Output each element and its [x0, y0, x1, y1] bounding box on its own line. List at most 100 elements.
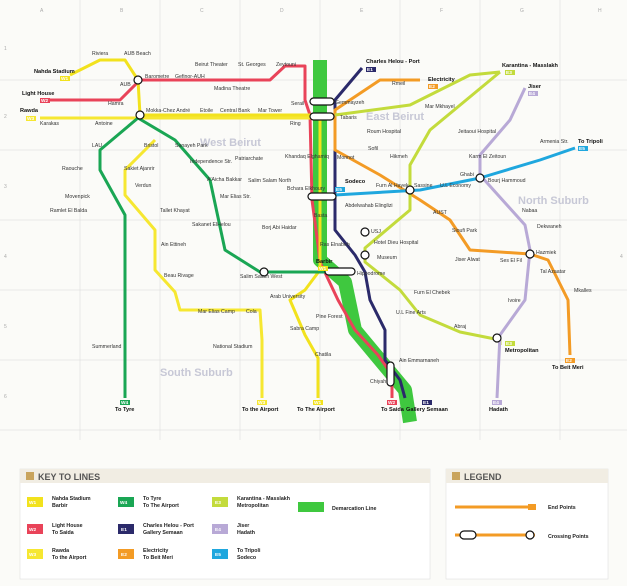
station-label: Ras Elnabeh [320, 242, 350, 248]
station-label: AUST [433, 210, 448, 216]
key-code: E3 [215, 500, 221, 506]
station-label: Sabra Camp [290, 326, 319, 332]
station-label: Ain Emmarnaneh [399, 358, 439, 364]
station-label: Salim Salam West [240, 274, 283, 280]
crossing-point[interactable] [386, 361, 395, 387]
station-label: Sassine [414, 183, 433, 189]
legend-title: LEGEND [464, 472, 502, 482]
endpoint-label: Light House [22, 91, 54, 97]
endpoint-label: Nahda Stadium [34, 69, 75, 75]
station-label: National Stadium [213, 344, 253, 350]
station-label: Tal Azaatar [540, 269, 566, 275]
endpoint-airport-w3[interactable]: W3 To the Airport [242, 400, 278, 413]
grid-number: 5 [4, 324, 7, 330]
station-label: Ghabi [460, 172, 474, 178]
station-label: Gemmayzeh [335, 100, 365, 106]
key-code: E5 [215, 552, 221, 558]
endpoint-barbir[interactable]: Barbir W1 [316, 259, 333, 272]
station-label: U.L Economy [440, 183, 471, 189]
endpoint-electricity[interactable]: Electricity E2 [428, 77, 456, 90]
station-label: Sofil [368, 146, 378, 152]
key-line1: To Tripoli [237, 548, 261, 554]
station-label: Rmeil [392, 81, 405, 87]
crossing-point[interactable] [309, 97, 335, 106]
endpoint-light-house[interactable]: Light House W2 [22, 91, 54, 104]
endpoint-karantina[interactable]: Karantina - Masslakh E3 [502, 63, 559, 76]
station-label: St. Georges [238, 62, 266, 68]
station-label: Beirut Theater [195, 62, 228, 68]
station-label: Antoine [95, 121, 113, 127]
demarcation-swatch [298, 502, 324, 512]
station-label: Hazmiek [536, 250, 557, 256]
station-label: Central Bank [220, 108, 250, 114]
grid-number: 2 [4, 114, 7, 120]
line-w4 [98, 116, 340, 398]
key-line2: To the Airport [52, 555, 87, 561]
crossing-point[interactable] [360, 250, 370, 260]
station-label: Jeitaoui Hospital [458, 129, 496, 135]
key-line2: To The Airport [143, 503, 179, 509]
station-label: Pine Forest [316, 314, 343, 320]
grid-letter: C [200, 8, 204, 14]
crossing-point[interactable] [309, 112, 335, 121]
key-line1: To Tyre [143, 496, 161, 502]
crossing-point[interactable] [525, 249, 535, 259]
endpoint-tripoli[interactable]: To Tripoli E5 [578, 139, 603, 152]
station-label: Hippodrome [357, 271, 385, 277]
crossing-point[interactable] [307, 192, 337, 201]
endpoint-charles-helou[interactable]: Charles Helou - Port E1 [366, 59, 420, 73]
endpoint-jiser[interactable]: Jiser E4 [528, 84, 542, 97]
crossing-point[interactable] [133, 75, 143, 85]
crossing-point[interactable] [324, 267, 356, 276]
crossing-point[interactable] [259, 267, 269, 277]
svg-text:W3: W3 [27, 116, 35, 122]
endpoint-tyre[interactable]: W4 To Tyre [115, 400, 134, 413]
station-label: Mar Mkhayel [425, 104, 455, 110]
grid-number: 6 [4, 394, 7, 400]
key-line1: Light House [52, 523, 83, 529]
area-north-suburb: North Suburb [518, 195, 589, 207]
endpoint-sodeco[interactable]: Sodeco E5 [335, 179, 366, 193]
crossing-point[interactable] [475, 173, 485, 183]
grid-number: 3 [4, 184, 7, 190]
key-code: W1 [29, 500, 37, 506]
area-east-beirut: East Beirut [366, 111, 424, 123]
key-line2: Gallery Semaan [143, 530, 183, 536]
endpoint-hadath[interactable]: E4 Hadath [489, 400, 509, 413]
crossing-point[interactable] [492, 333, 502, 343]
station-label: Riviera [92, 51, 108, 57]
crossing-point[interactable] [405, 185, 415, 195]
station-label: LAU [92, 143, 102, 149]
legend-end-points: End Points [548, 505, 576, 511]
endpoint-gallery-semaan[interactable]: E1 Gallery Semaan [406, 400, 449, 413]
crossing-point[interactable] [135, 110, 145, 120]
grid-letter: A [40, 8, 44, 14]
station-label: Dekwaneh [537, 224, 562, 230]
key-line1: Jiser [237, 523, 249, 529]
station-label: Karakas [40, 121, 59, 127]
grid-letter: E [360, 8, 364, 14]
grid-letter: B [120, 8, 124, 14]
endpoint-beit-meri[interactable]: E2 To Beit Meri [552, 358, 584, 371]
endpoint-label: Rawda [20, 108, 39, 114]
endpoint-metropolitan[interactable]: E3 Metropolitan [505, 341, 539, 354]
endpoint-label: Gallery Semaan [406, 407, 449, 413]
station-label: Tabaris [340, 115, 357, 121]
endpoint-label: To the Airport [242, 407, 278, 413]
endpoint-rawda[interactable]: Rawda W3 [20, 108, 39, 122]
key-icon [26, 472, 34, 480]
svg-text:W2: W2 [388, 400, 396, 406]
svg-text:W3: W3 [258, 400, 266, 406]
crossing-point[interactable] [360, 227, 370, 237]
legend-icon [452, 472, 460, 480]
station-label: Tallet Khayat [160, 208, 190, 214]
endpoint-airport-w1[interactable]: W1 To The Airport [297, 400, 335, 413]
line-w3 [40, 116, 320, 398]
endpoint-saida[interactable]: W2 To Saida [381, 400, 405, 413]
grid-number: 1 [4, 46, 7, 52]
line-w2 [40, 64, 394, 398]
endpoint-nahda[interactable]: Nahda Stadium W1 [34, 69, 75, 82]
station-label: Zeytouni [276, 62, 296, 68]
station-label: Furn El Chebek [414, 290, 450, 296]
station-label: Ring [290, 121, 301, 127]
